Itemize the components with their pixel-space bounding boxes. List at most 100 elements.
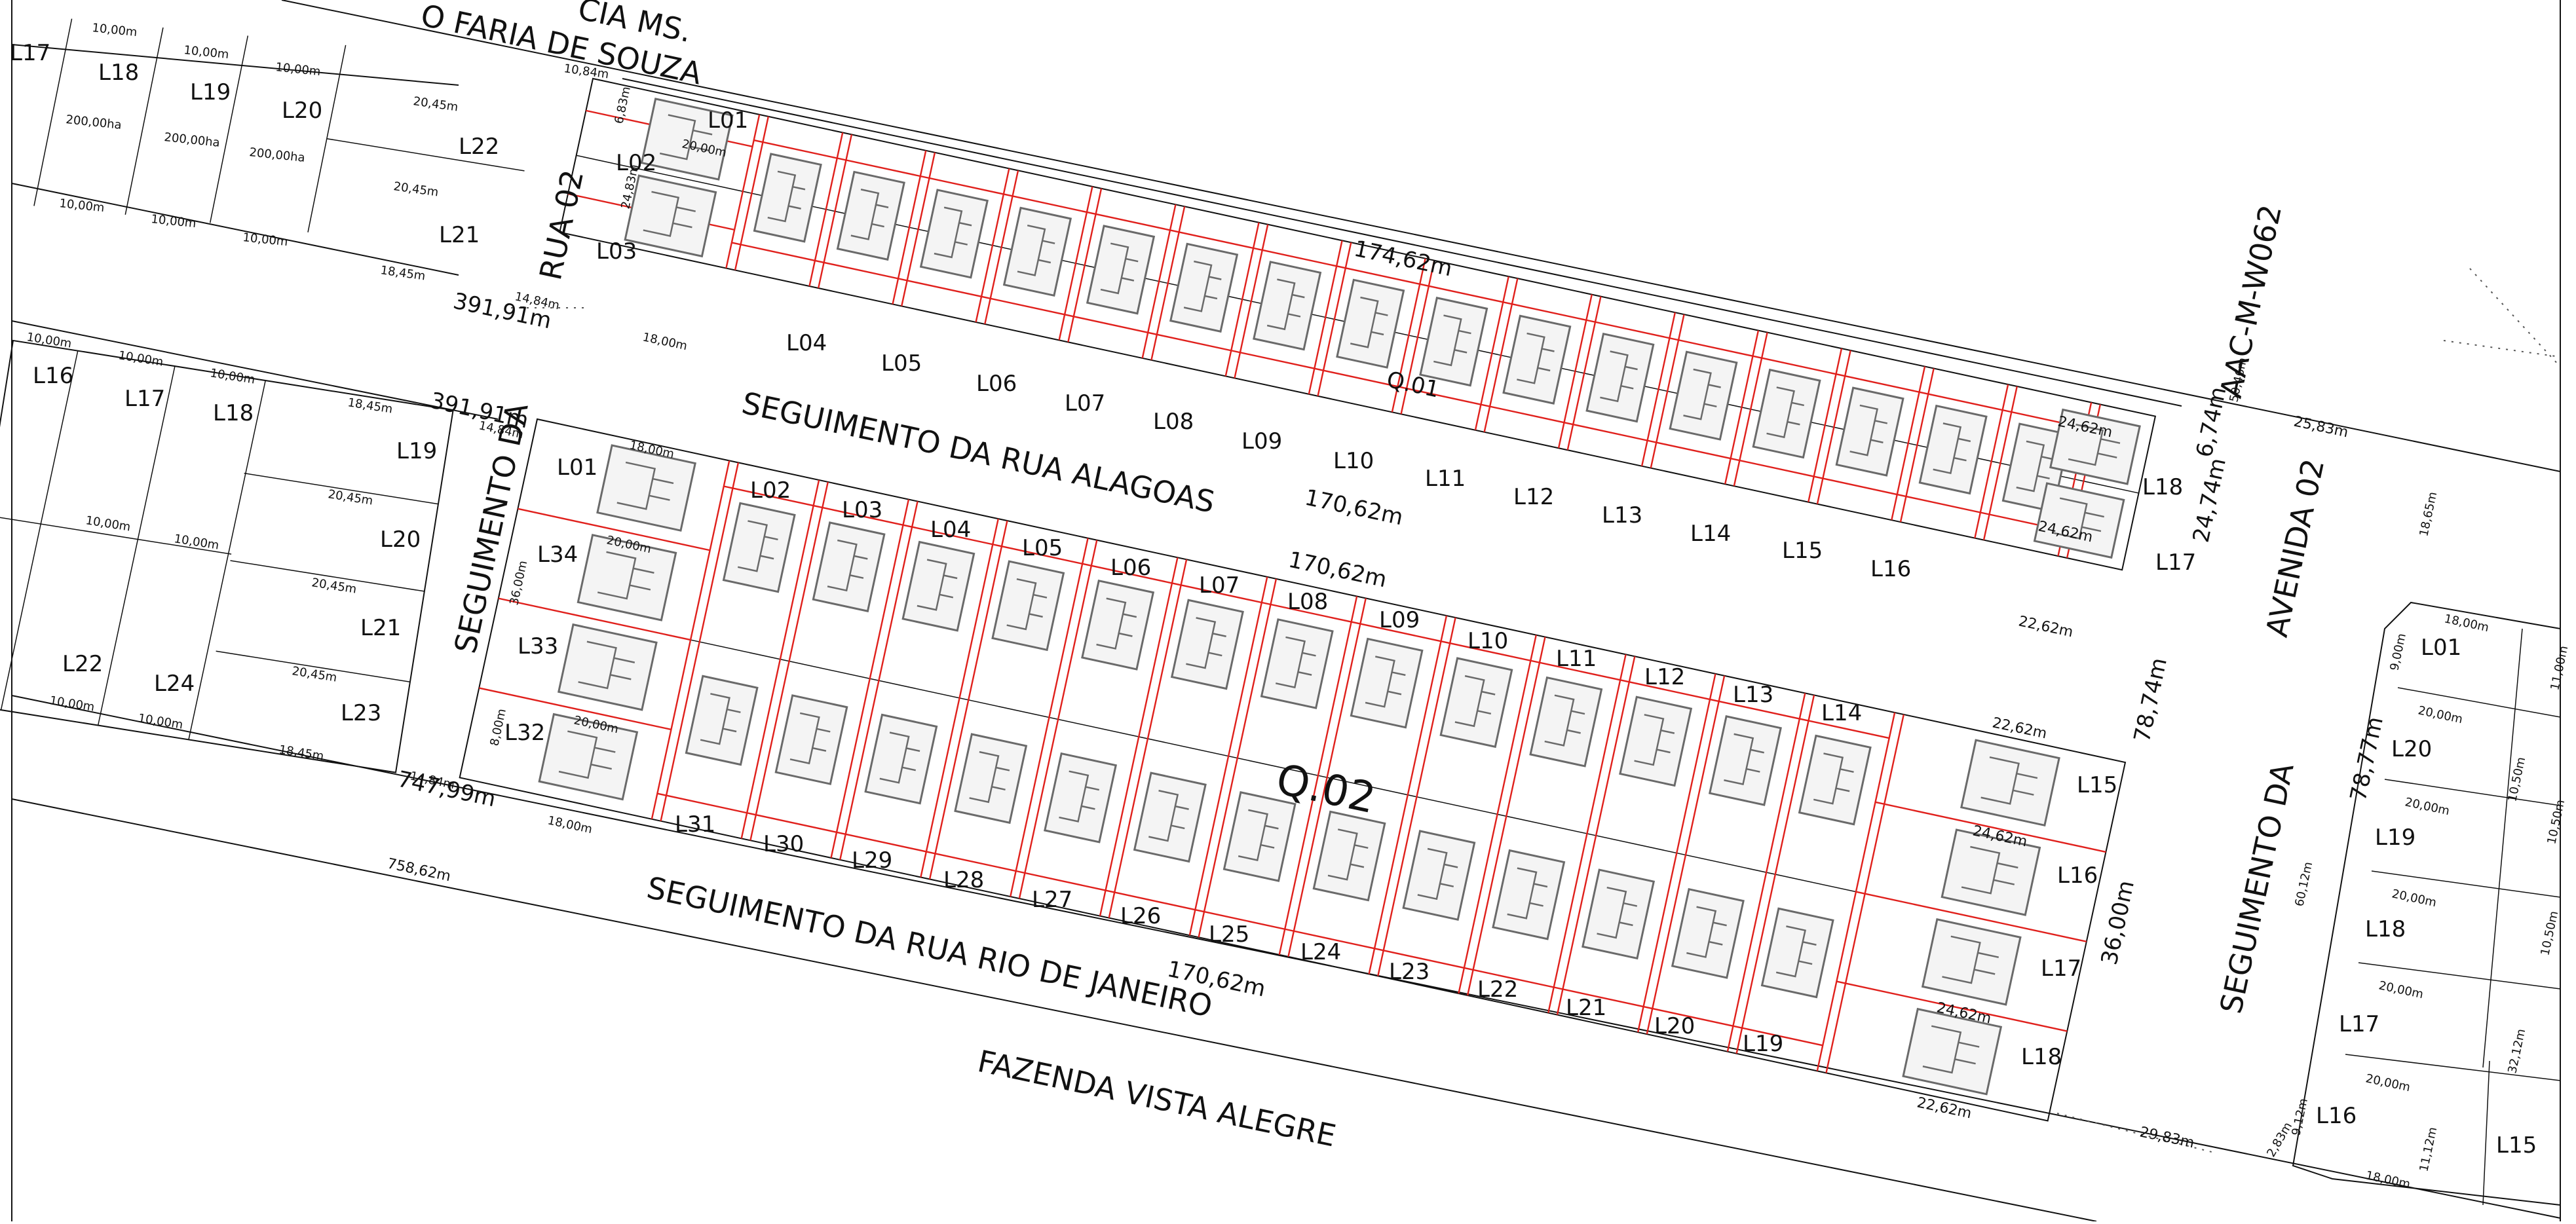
street-avenida02: AVENIDA 02 — [2259, 456, 2331, 640]
street-edge-west-top — [11, 44, 459, 86]
q02-lot-frontline — [1261, 601, 1352, 623]
q02-house-top-interior — [1454, 675, 1496, 728]
dotted-line-right — [2469, 268, 2561, 367]
q02-house-top-interior — [1634, 714, 1675, 766]
east-lot-l01: L01 — [2421, 635, 2461, 661]
q02-house-right-outline — [1941, 828, 2041, 916]
q01-house-corner-outline — [624, 174, 717, 258]
q01-lot-frontline — [1502, 301, 1587, 321]
q02-house-right — [1941, 828, 2041, 916]
q01-house-outline — [1918, 404, 1988, 495]
q02-house-left — [577, 534, 677, 621]
q02-house-top-interior — [1186, 617, 1226, 669]
q02-lot-bottom-l22: L22 — [1477, 976, 1518, 1003]
q02-lot-l11: L11 — [1556, 646, 1597, 672]
q02-lot-backline — [1464, 967, 1554, 988]
q01-house — [1169, 242, 1239, 333]
west-lot-line-3 — [209, 35, 249, 223]
q02-house-top-outline — [1439, 657, 1513, 749]
west-mid-line-5 — [244, 472, 439, 505]
east-block-outline — [2292, 601, 2561, 1206]
q02-house-bottom-outline — [954, 733, 1028, 825]
q02-lot-divider — [1278, 596, 1358, 955]
q01-house-corner-interior — [659, 114, 713, 160]
q02-right-lot-line — [1836, 980, 2068, 1032]
q01-house — [1669, 350, 1738, 441]
west-dim-12: 10,00m — [150, 212, 197, 231]
west-dim-15: 10,00m — [117, 348, 164, 369]
q02-house-top — [1350, 637, 1424, 729]
q02-house-left-outline — [596, 444, 696, 532]
q01-house-interior — [1017, 224, 1055, 276]
q01-dim-683: 6,83m — [612, 85, 634, 125]
q02-house-top — [1619, 695, 1693, 787]
west-lot-line-5 — [326, 138, 525, 172]
q02-house-bottom-outline — [1671, 887, 1745, 979]
street-rua02: RUA 02 — [533, 167, 590, 284]
q02-lot-frontline — [1709, 698, 1800, 720]
q02-lot-frontline — [1351, 621, 1441, 642]
q02-house-top-interior — [1724, 733, 1764, 786]
q02-lot-setback — [1377, 617, 1456, 976]
q01-house-corner — [640, 98, 734, 181]
q01-house-interior — [1600, 350, 1638, 403]
q01-lot-l03: L03 — [596, 238, 637, 265]
q02-lot-l02: L02 — [750, 477, 791, 504]
q02-house-top-interior — [1544, 694, 1585, 747]
q02-house-right-interior — [1980, 756, 2038, 805]
block-q02-midline — [498, 597, 2087, 942]
west-dim-24: 10,00m — [48, 694, 96, 714]
q02-house-left-interior — [578, 640, 635, 690]
q02-lot-backline — [1284, 928, 1375, 950]
q01-house-interior — [1766, 386, 1804, 439]
q02-left-lot-line — [518, 508, 710, 551]
q02-house-top — [991, 560, 1065, 652]
west-top-lot-l20: L20 — [282, 98, 322, 124]
q01-lot-l09: L09 — [1241, 428, 1282, 454]
q02-house-top-outline — [1708, 715, 1782, 806]
q02-lot-setback — [1018, 540, 1098, 899]
east-lot-line-3 — [2371, 870, 2561, 898]
west-mid-lot-l16: L16 — [33, 363, 73, 389]
q02-house-bottom-outline — [1760, 907, 1834, 999]
q02-lot-setback — [1646, 675, 1726, 1035]
q02-house-bottom — [1671, 887, 1745, 979]
q02-house-top-interior — [1365, 656, 1406, 708]
q02-house-bottom-interior — [1507, 867, 1548, 919]
east-dim-16: 10,50m — [2545, 798, 2567, 845]
q02-house-bottom — [1582, 868, 1656, 960]
west-dim-14: 10,00m — [26, 330, 73, 351]
q02-house-left — [538, 713, 639, 801]
q02-lot-left-l32: L32 — [504, 720, 545, 746]
east-dim-10: 60,12m — [2292, 861, 2315, 908]
q02-lot-bottom-l26: L26 — [1120, 903, 1161, 929]
dim-bottom-long: 758,62m — [386, 855, 452, 885]
q02-lot-divider — [1010, 538, 1089, 897]
q02-lot-l10: L10 — [1468, 628, 1508, 654]
q01-lot-l06: L06 — [976, 371, 1017, 397]
q02-house-bottom-interior — [1238, 809, 1279, 861]
east-dim-19: 2,83m — [2264, 1120, 2295, 1159]
q02-lot-l14: L14 — [1821, 700, 1862, 726]
west-mid-lot-l20: L20 — [380, 527, 421, 553]
q02-lot-setback — [1556, 656, 1636, 1015]
q01-house-interior — [1683, 368, 1721, 420]
street-edge-top-a — [281, 0, 2561, 472]
q02-house-top-outline — [812, 521, 886, 613]
q01-house-interior — [1433, 314, 1471, 367]
street-edge-west-mid2 — [11, 320, 499, 420]
q02-lot-bottom-l30: L30 — [763, 831, 804, 857]
q02-house-top — [1529, 676, 1603, 768]
west-top-lot-l21: L21 — [439, 222, 480, 248]
q01-house-interior — [934, 206, 972, 259]
west-dim-23: 10,00m — [173, 532, 220, 553]
q02-left-lot-line — [478, 687, 672, 731]
east-block — [2292, 601, 2561, 1206]
q01-houses — [624, 98, 2141, 559]
q01-house-corner-outline — [640, 98, 734, 181]
q02-house-bottom-outline — [1402, 830, 1476, 921]
east-lot-l19: L19 — [2375, 825, 2415, 851]
west-mid-outline — [0, 339, 454, 773]
q02-house-top-outline — [1081, 579, 1155, 671]
q02-lot-l12: L12 — [1644, 664, 1685, 690]
